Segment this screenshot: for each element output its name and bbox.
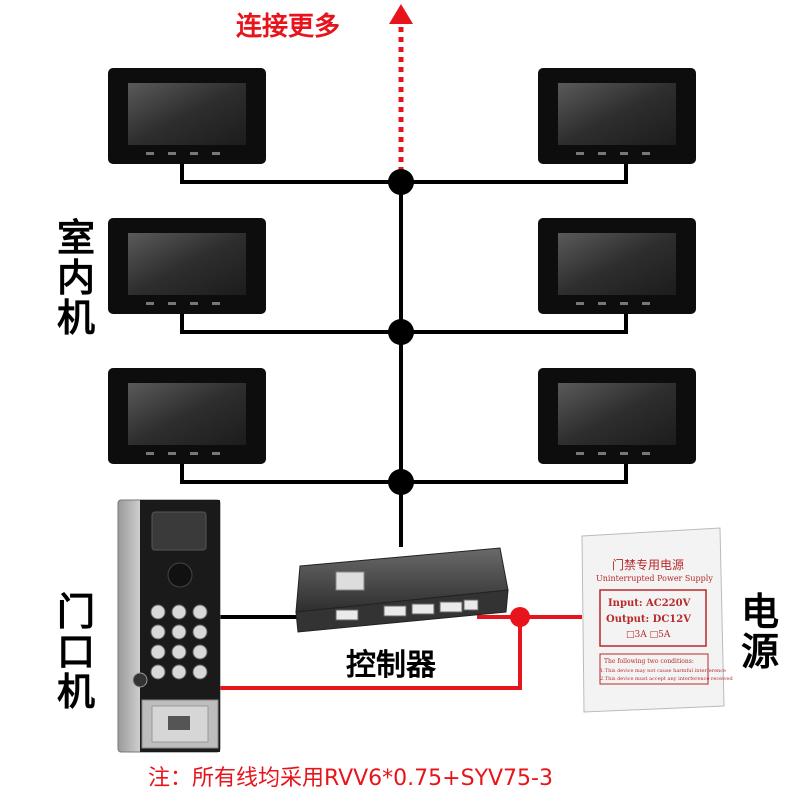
psu-output: Output: DC12V <box>606 614 691 625</box>
psu-condition-1: 1.This device may not cause harmful inte… <box>600 668 727 674</box>
indoor-unit-char: 内 <box>56 256 95 300</box>
door-unit-char: 门 <box>56 590 95 634</box>
psu-condition-2: 2.This device must accept any interferen… <box>600 676 733 682</box>
keypad-key <box>171 624 187 640</box>
door-unit-label: 门 口 机 <box>54 592 98 712</box>
keypad-key <box>192 624 208 640</box>
power-supply-box-icon <box>581 527 725 713</box>
junction-dot <box>388 169 414 195</box>
checkbox-icon: □ <box>626 630 635 640</box>
keypad-key <box>150 604 166 620</box>
indoor-unit-char: 机 <box>56 296 95 340</box>
indoor-monitor-icon <box>538 368 696 464</box>
keypad-key <box>192 604 208 620</box>
connect-more-label: 连接更多 <box>236 12 341 42</box>
door-unit-char: 口 <box>56 630 95 674</box>
power-junction-dot <box>510 607 530 627</box>
door-unit-char: 机 <box>56 670 95 714</box>
keypad-key <box>150 624 166 640</box>
checkbox-icon: □ <box>649 630 659 640</box>
indoor-monitor-icon <box>538 218 696 314</box>
indoor-unit-char: 室 <box>56 216 95 260</box>
keypad-key <box>171 644 187 660</box>
power-label: 电 源 <box>738 592 782 672</box>
controller-label: 控制器 <box>346 648 436 683</box>
keypad-key <box>171 664 187 680</box>
junction-dot <box>388 469 414 495</box>
psu-option-3a: 3A <box>634 630 647 640</box>
indoor-monitors <box>108 68 696 464</box>
psu-title-cn: 门禁专用电源 <box>612 558 685 572</box>
door-station-icon <box>117 499 221 753</box>
wiring-note: 注：所有线均采用RVV6*0.75+SYV75-3 <box>148 766 553 791</box>
indoor-monitor-icon <box>108 68 266 164</box>
indoor-monitor-icon <box>108 368 266 464</box>
power-char: 源 <box>740 630 779 674</box>
indoor-monitor-icon <box>538 68 696 164</box>
junction-dot <box>388 319 414 345</box>
keypad-key <box>150 644 166 660</box>
indoor-monitor-icon <box>108 218 266 314</box>
psu-option-5a: 5A <box>658 630 671 640</box>
psu-input: Input: AC220V <box>608 598 691 609</box>
keypad-key <box>150 664 166 680</box>
controller-box-icon <box>295 547 509 633</box>
power-char: 电 <box>740 590 779 634</box>
keypad-key <box>192 644 208 660</box>
indoor-unit-label: 室 内 机 <box>54 218 98 338</box>
connect-more-arrow <box>389 4 413 182</box>
psu-title-en: Uninterrupted Power Supply <box>596 574 713 583</box>
keypad-key <box>192 664 208 680</box>
keypad-key <box>171 604 187 620</box>
psu-amp-options: □3A □5A <box>626 630 670 640</box>
psu-conditions-title: The following two conditions: <box>604 658 694 665</box>
